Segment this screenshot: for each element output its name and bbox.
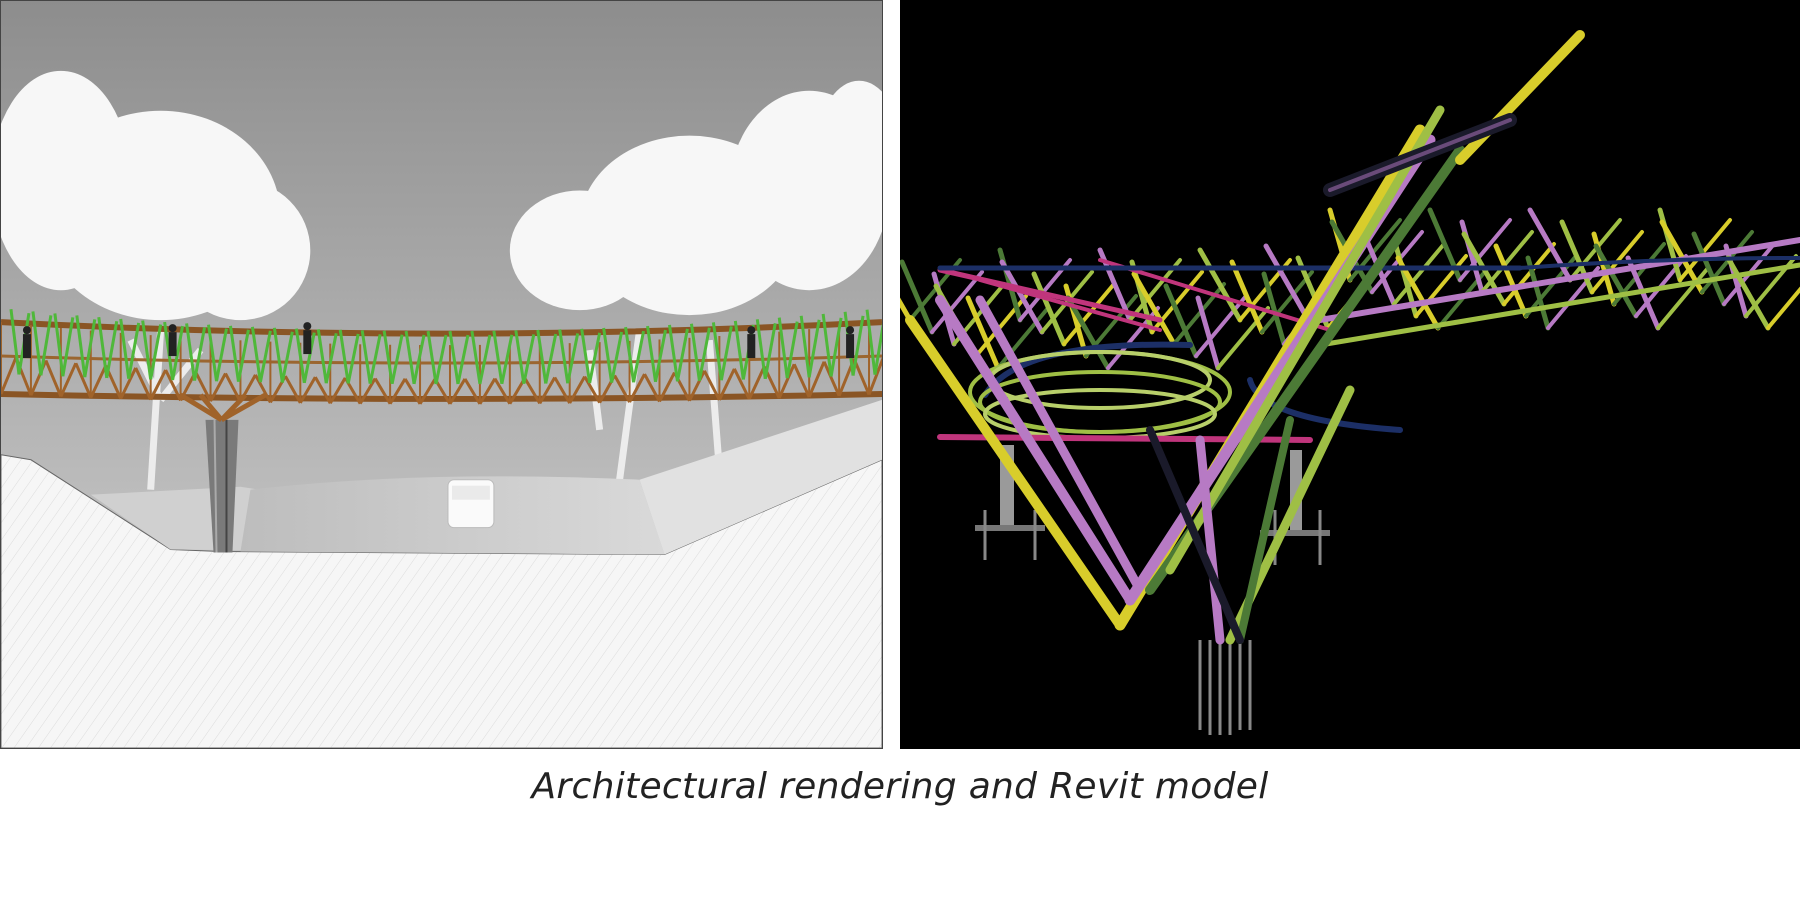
deck-tubes: [900, 207, 1800, 371]
pedestrians: [22, 322, 855, 359]
figure-caption: Architectural rendering and Revit model: [531, 766, 1269, 807]
architectural-rendering: [0, 0, 883, 749]
right-slope: [639, 399, 882, 555]
v-column-legs: [905, 30, 1585, 645]
van: [447, 479, 495, 529]
bridge-truss: [1, 309, 882, 423]
rendering-illustration: [1, 1, 882, 748]
revit-model: [900, 0, 1800, 749]
trees: [1, 70, 882, 321]
bridge-pier: [205, 419, 239, 553]
revit-illustration: [900, 0, 1800, 749]
